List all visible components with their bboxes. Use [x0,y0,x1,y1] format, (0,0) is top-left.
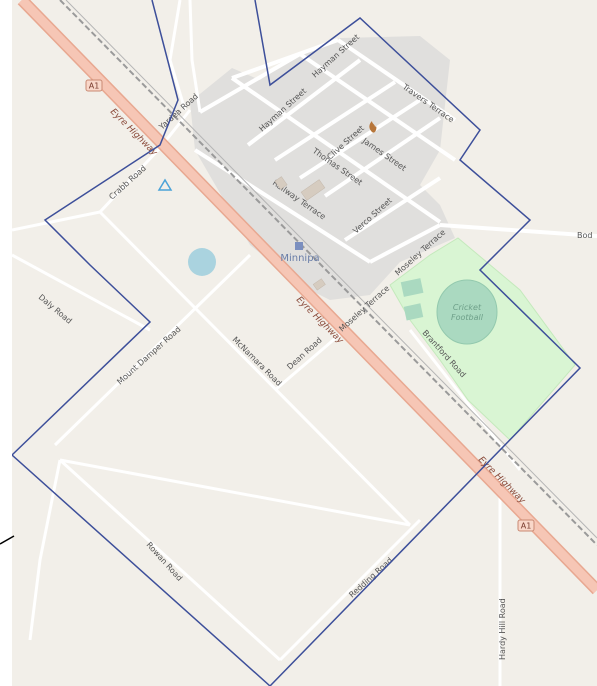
town-label: Minnipa [280,253,319,264]
shield-label-2: A1 [521,522,532,531]
pitch-1 [400,278,424,297]
buildings [274,176,326,291]
fire-station-icon [369,121,377,133]
highway-shield-2: A1 [517,519,535,532]
label-edge-road: Bod [577,231,592,240]
railway-line [59,0,597,546]
railway-line-2 [65,0,597,539]
label-hardy-hill-road: Hardy Hill Road [498,598,507,660]
campsite-icon [157,178,173,191]
water-tank [188,248,216,276]
pitch-2 [403,303,424,321]
highway-shield-1: A1 [85,79,103,92]
edge-line [0,535,15,545]
highway [18,0,597,594]
locality-boundary [12,0,582,686]
map-canvas[interactable]: A1 A1 Eyre Highway Eyre Highway Eyre Hig… [12,0,597,686]
cricket-oval [436,279,498,345]
town-streets [193,38,597,264]
rural-roads [12,0,522,686]
railway-station-icon [295,242,303,250]
map-viewport[interactable]: A1 A1 Eyre Highway Eyre Highway Eyre Hig… [12,0,597,686]
park-label-1: Cricket [453,303,482,312]
shield-label-1: A1 [89,82,100,91]
park-label-2: Football [451,313,484,322]
